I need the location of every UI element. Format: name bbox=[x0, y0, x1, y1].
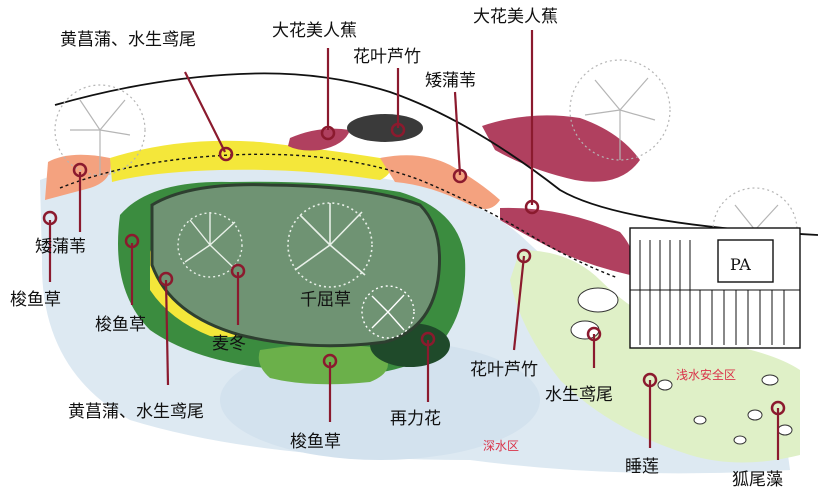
label-aipuwei-left: 矮蒲苇 bbox=[35, 237, 86, 257]
label-meirenjiao-2: 大花美人蕉 bbox=[473, 7, 558, 27]
magenta-canna-right bbox=[482, 115, 640, 182]
yellow-band-top bbox=[110, 140, 390, 182]
island-tree-left bbox=[177, 212, 243, 278]
zone-label-shallow: 浅水安全区 bbox=[676, 367, 736, 382]
tree-background-right bbox=[569, 59, 671, 161]
dot-zailihua bbox=[420, 331, 436, 347]
yellow-island-edge bbox=[150, 250, 250, 338]
dot-huaye-bottom bbox=[516, 248, 532, 264]
label-qianqu: 千屈草 bbox=[300, 290, 351, 310]
label-huweizao: 狐尾藻 bbox=[732, 470, 783, 490]
pavilion bbox=[629, 227, 801, 349]
label-huaye-bottom: 花叶芦竹 bbox=[470, 360, 538, 380]
dot-huangchangpu-top bbox=[218, 146, 234, 162]
pointer-huaye-bottom bbox=[512, 255, 526, 351]
zone-label-deep: 深水区 bbox=[483, 439, 519, 453]
label-maidong: 麦冬 bbox=[212, 334, 246, 354]
dark-shrub-top bbox=[347, 114, 423, 142]
central-island bbox=[150, 183, 442, 348]
stepping-stones bbox=[570, 287, 793, 445]
magenta-bank-right bbox=[500, 207, 634, 275]
light-green-planting bbox=[258, 344, 388, 385]
dot-shuisheng bbox=[586, 326, 602, 342]
label-suoyu-1: 梭鱼草 bbox=[10, 290, 61, 310]
dot-suoyu-3 bbox=[322, 353, 338, 369]
path-edge-outer bbox=[54, 72, 818, 236]
magenta-canna-top bbox=[288, 128, 350, 151]
dot-shuilian bbox=[642, 372, 658, 388]
dot-huweizao bbox=[770, 400, 786, 416]
dot-suoyu-1 bbox=[42, 210, 58, 226]
label-meirenjiao-1: 大花美人蕉 bbox=[272, 21, 357, 41]
pointer-huangchangpu-top bbox=[184, 71, 226, 153]
label-shuisheng: 水生鸢尾 bbox=[545, 385, 613, 405]
label-huangchangpu-top: 黄菖蒲、水生鸢尾 bbox=[60, 30, 196, 50]
tree-background-left bbox=[54, 84, 146, 176]
orange-bank-left bbox=[45, 154, 111, 200]
label-shuilian: 睡莲 bbox=[625, 457, 659, 477]
island-tree-center bbox=[287, 202, 373, 288]
dot-huangchangpu-bottom bbox=[158, 271, 174, 287]
dot-meirenjiao-2 bbox=[524, 199, 540, 215]
label-aipuwei-top: 矮蒲苇 bbox=[425, 71, 476, 91]
pointer-dots bbox=[42, 122, 786, 416]
dot-aipuwei-left bbox=[72, 162, 88, 178]
label-suoyu-2: 梭鱼草 bbox=[95, 315, 146, 335]
orange-band-right bbox=[380, 155, 500, 209]
dot-aipuwei-top bbox=[452, 168, 468, 184]
pavilion-sign: PA bbox=[730, 255, 751, 274]
dot-suoyu-2 bbox=[124, 233, 140, 249]
pointer-huangchangpu-bottom bbox=[164, 279, 170, 386]
label-huangchangpu-bottom: 黄菖蒲、水生鸢尾 bbox=[68, 402, 204, 422]
label-suoyu-3: 梭鱼草 bbox=[290, 432, 341, 452]
island-tree-small bbox=[361, 285, 415, 339]
dot-maidong bbox=[230, 263, 246, 279]
label-zailihua: 再力花 bbox=[390, 409, 441, 429]
label-huaye-top: 花叶芦竹 bbox=[353, 47, 421, 67]
pointer-lines bbox=[48, 30, 780, 460]
path-edge-inner bbox=[59, 153, 619, 279]
dot-meirenjiao-1 bbox=[320, 125, 336, 141]
pointer-aipuwei-top bbox=[453, 91, 462, 176]
dot-huaye-top bbox=[390, 122, 406, 138]
